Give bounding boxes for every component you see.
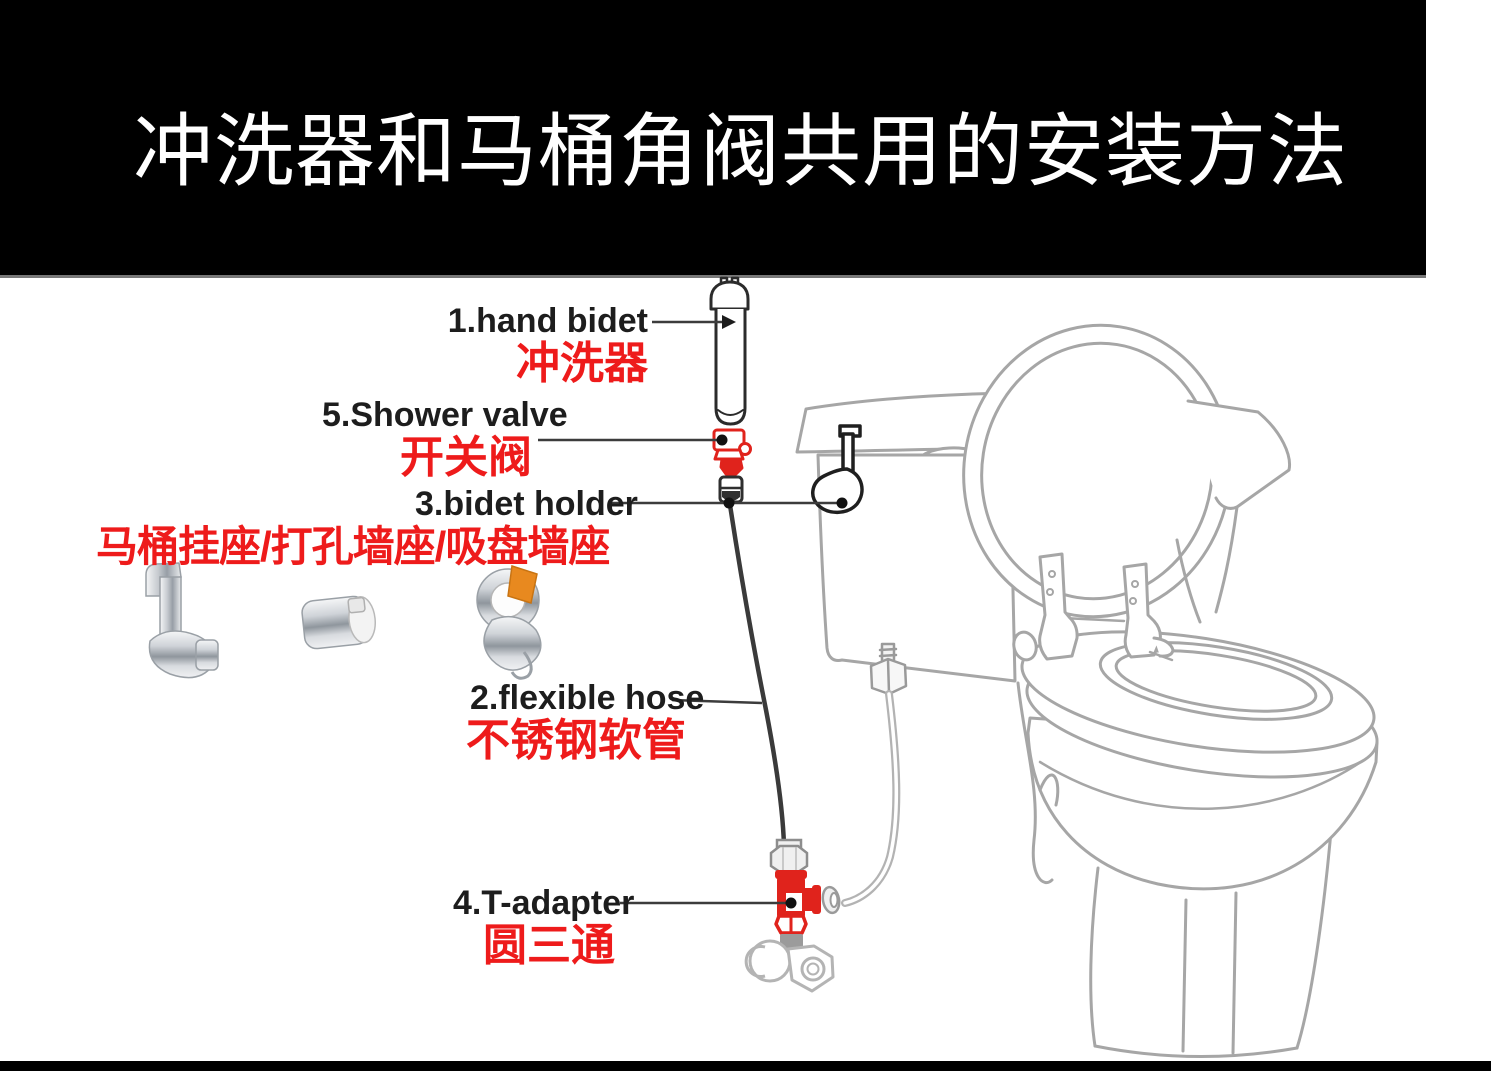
header-band: 冲洗器和马桶角阀共用的安装方法 — [0, 0, 1426, 278]
tank-inlet-bolt — [869, 642, 908, 696]
braided-hose-drawing — [821, 690, 901, 915]
toilet-hanging-mount-image — [145, 562, 219, 679]
bottom-bar — [0, 1061, 1491, 1071]
suction-lever — [507, 565, 538, 604]
wall-mount-image — [301, 595, 376, 650]
bowl-back-contour — [1016, 681, 1060, 885]
flexible-hose-drawing — [727, 502, 787, 849]
bidet-holder-label-zh: 马桶挂座/打孔墙座/吸盘墙座 — [96, 523, 610, 570]
label-flexible-hose: 2.flexible hose 不锈钢软管 — [466, 679, 705, 765]
hand-bidet-label-zh: 冲洗器 — [516, 339, 648, 388]
tank-right-corner — [1186, 399, 1292, 510]
hand-bidet-label-en: 1.hand bidet — [447, 302, 648, 340]
suction-mount-image — [476, 565, 542, 680]
angle-valve-drawing — [744, 934, 835, 993]
shower-valve-label-zh: 开关阀 — [400, 433, 532, 482]
toilet-seat — [1020, 630, 1379, 779]
page-title: 冲洗器和马桶角阀共用的安装方法 — [133, 107, 1348, 196]
t-adapter-label-zh: 圆三通 — [483, 921, 615, 970]
flexible-hose-label-en: 2.flexible hose — [470, 679, 705, 717]
bidet-holder-label-en: 3.bidet holder — [415, 485, 638, 523]
label-shower-valve: 5.Shower valve 开关阀 — [322, 396, 568, 482]
shower-valve-label-en: 5.Shower valve — [322, 396, 568, 434]
leader-lines — [538, 315, 848, 909]
label-bidet-holder: 3.bidet holder — [415, 485, 638, 523]
toilet-drawing — [795, 323, 1379, 1059]
seat-hinges — [1012, 552, 1175, 662]
t-adapter-label-en: 4.T-adapter — [453, 884, 635, 922]
label-t-adapter: 4.T-adapter 圆三通 — [453, 884, 634, 970]
hand-bidet-wand-drawing — [709, 276, 750, 426]
t-adapter-drawing — [774, 870, 821, 935]
hose-nut-drawing — [769, 838, 809, 874]
tank-hook-holder-drawing — [811, 424, 864, 515]
flexible-hose-label-zh: 不锈钢软管 — [466, 716, 686, 765]
label-hand-bidet: 1.hand bidet 冲洗器 — [380, 302, 648, 388]
toilet-pedestal — [1089, 793, 1336, 1059]
